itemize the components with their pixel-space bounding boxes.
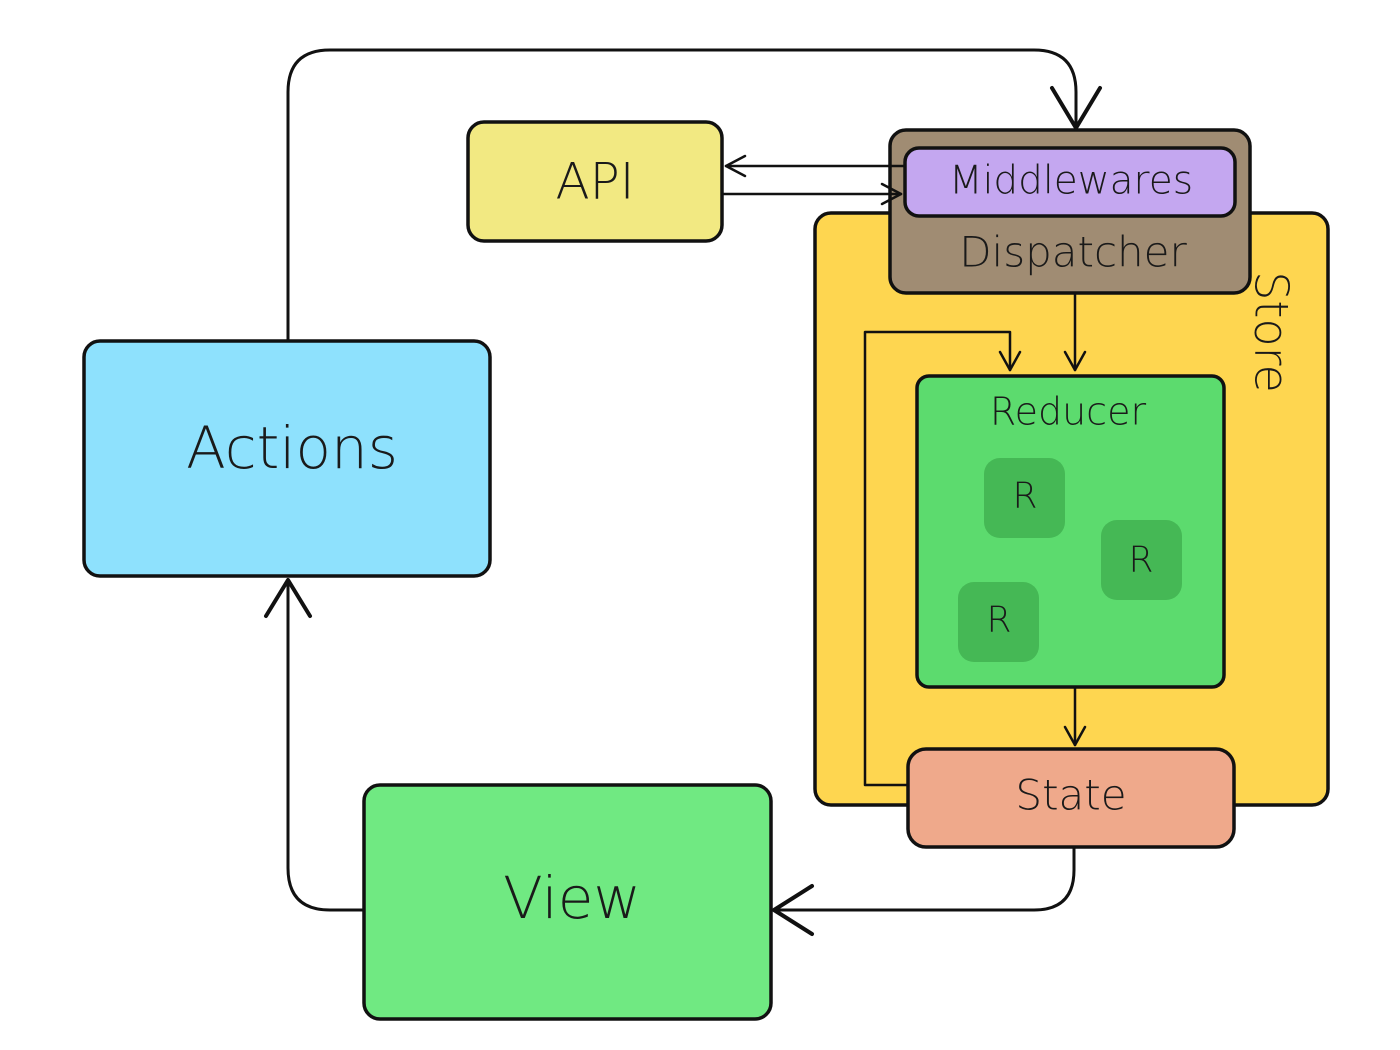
reducer-item-box <box>958 582 1039 662</box>
arrowhead-icon <box>264 578 312 618</box>
dispatcher-label: Dispatcher <box>959 228 1187 277</box>
arrowhead-icon <box>1050 86 1102 130</box>
edge-state-to-reducer <box>863 330 1012 787</box>
edge-actions-to-dispatcher <box>286 48 1078 343</box>
arrowhead-icon <box>772 884 814 936</box>
actions-label: Actions <box>186 414 398 482</box>
middlewares-box <box>903 146 1237 218</box>
arrowhead-icon <box>1063 725 1087 747</box>
api-label: API <box>555 153 634 211</box>
arrowhead-icon <box>880 182 903 206</box>
middlewares-label: Middlewares <box>949 159 1193 204</box>
reducer-item-label: R <box>1012 476 1037 517</box>
reducer-item-label: R <box>986 600 1011 641</box>
state-label: State <box>1015 771 1126 820</box>
api-box <box>466 120 724 243</box>
arrowhead-icon <box>724 154 747 178</box>
reducer-item-label: R <box>1128 540 1153 581</box>
reducer-item-box <box>984 458 1065 538</box>
edge-state-to-view <box>776 845 1076 912</box>
view-box <box>362 783 773 1021</box>
edge-view-to-actions <box>286 580 366 912</box>
arrowhead-icon <box>998 350 1022 372</box>
store-label: Store <box>1245 271 1299 393</box>
reducer-item-box <box>1101 520 1182 600</box>
view-label: View <box>503 864 641 932</box>
state-box <box>906 747 1236 849</box>
arrowhead-icon <box>1063 350 1087 372</box>
reducer-label: Reducer <box>990 390 1147 434</box>
